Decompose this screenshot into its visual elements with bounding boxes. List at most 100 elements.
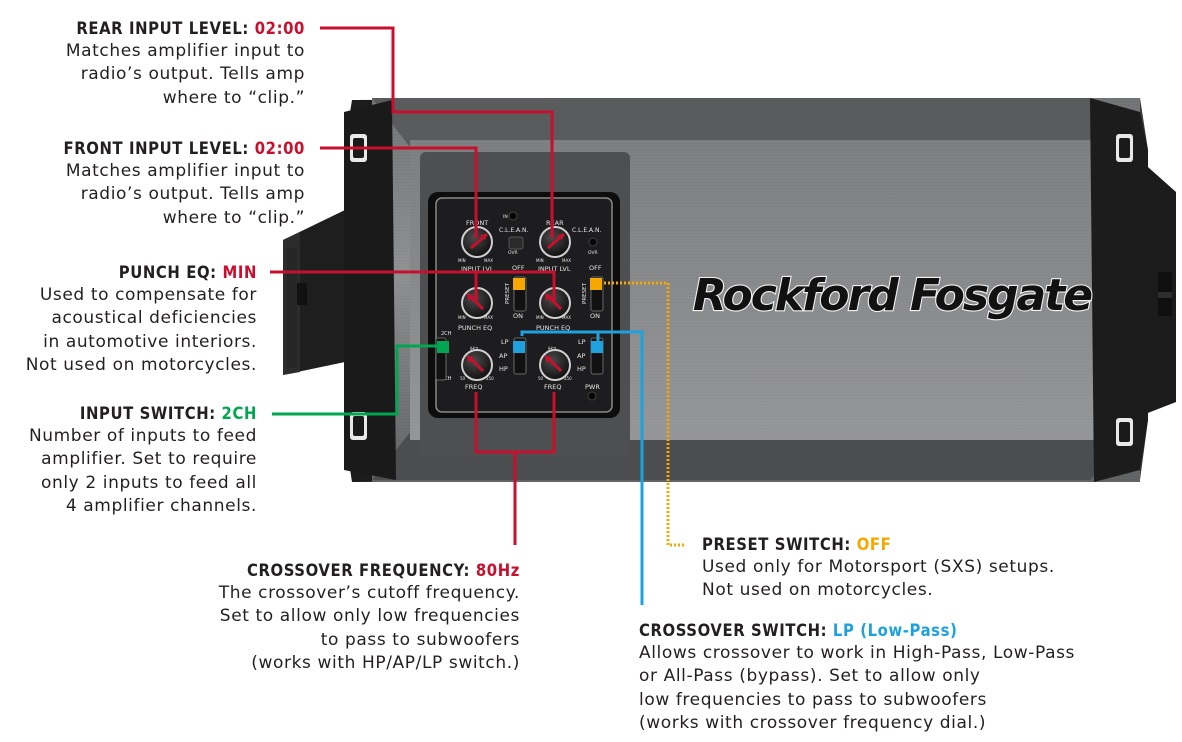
crossover-freq-line-3: to pass to subwoofers xyxy=(320,629,520,650)
hp-label-2: HP xyxy=(577,365,586,373)
crossover-switch-line-1: Allows crossover to work in High-Pass, L… xyxy=(639,643,1076,664)
crossover-freq-heading: CROSSOVER FREQUENCY: 80Hz xyxy=(180,559,520,582)
punch-eq-line-3: in automotive interiors. xyxy=(43,331,257,352)
preset-switch-heading: PRESET SWITCH: OFF xyxy=(702,533,1122,556)
leader-preset-switch xyxy=(600,281,685,547)
lp-label-1: LP xyxy=(501,338,509,346)
crossover-freq-knob-2[interactable] xyxy=(539,349,571,381)
annotation-punch-eq: PUNCH EQ: MIN Used to compensate for aco… xyxy=(0,261,257,377)
crossover-switch-line-2: or All-Pass (bypass). Set to allow only xyxy=(639,666,981,687)
rear-input-heading: REAR INPUT LEVEL: 02:00 xyxy=(0,17,305,40)
clean-led-front xyxy=(508,211,518,221)
input-switch-marker xyxy=(437,341,449,353)
lp-label-2: LP xyxy=(578,338,586,346)
rear-input-knob[interactable] xyxy=(539,226,571,258)
front-input-line-1: Matches amplifier input to xyxy=(65,161,305,182)
hz-label-2: Hz xyxy=(548,345,557,353)
front-input-line-3: where to “clip.” xyxy=(162,207,305,228)
rear-input-line-1: Matches amplifier input to xyxy=(65,41,305,62)
clean-led-rear xyxy=(588,237,598,247)
preset-marker-2 xyxy=(590,278,602,290)
annotation-crossover-freq: CROSSOVER FREQUENCY: 80Hz The crossover’… xyxy=(180,559,520,675)
front-input-knob[interactable] xyxy=(461,226,493,258)
punch-eq-knob-2[interactable] xyxy=(539,287,571,319)
crossover-marker-1 xyxy=(513,341,525,353)
preset-label-1: PRESET xyxy=(505,282,511,304)
freq-label-1: FREQ xyxy=(465,383,482,391)
f50-label-2: 50 xyxy=(538,376,544,381)
clean-button-front[interactable] xyxy=(508,236,524,250)
crossover-switch-line-4: (works with crossover frequency dial.) xyxy=(639,712,987,733)
rear-input-line-2: radio’s output. Tells amp xyxy=(80,64,305,85)
f250-label-2: 250 xyxy=(564,376,572,381)
input-switch-value: 2CH xyxy=(221,404,257,423)
ovr-label-front: OVR xyxy=(508,250,518,256)
preset-switch-label: PRESET SWITCH: xyxy=(702,535,851,554)
input-lvl-label-rear: INPUT LVL xyxy=(538,265,571,273)
front-input-heading: FRONT INPUT LEVEL: 02:00 xyxy=(0,137,305,160)
in-label-front: IN xyxy=(503,214,508,220)
preset-switch-value: OFF xyxy=(856,535,892,554)
f50-label-1: 50 xyxy=(460,376,466,381)
f250-label-1: 250 xyxy=(486,376,494,381)
crossover-switch-label: CROSSOVER SWITCH: xyxy=(639,621,828,640)
punch-eq-value: MIN xyxy=(222,263,257,282)
crossover-marker-2 xyxy=(591,341,603,353)
preset-marker-1 xyxy=(513,278,525,290)
freq-label-2: FREQ xyxy=(544,383,561,391)
punch-eq-heading: PUNCH EQ: MIN xyxy=(0,261,257,284)
leader-rear-input xyxy=(320,26,554,238)
max-label-4: MAX xyxy=(562,315,571,320)
annotation-preset-switch: PRESET SWITCH: OFF Used only for Motorsp… xyxy=(702,533,1122,603)
min-label-1: MIN xyxy=(458,258,466,263)
crossover-freq-knob-1[interactable] xyxy=(461,349,493,381)
on-label-1: ON xyxy=(513,312,523,320)
leader-input-switch xyxy=(272,344,437,416)
annotation-front-input: FRONT INPUT LEVEL: 02:00 Matches amplifi… xyxy=(0,137,305,230)
off-label-2: OFF xyxy=(589,264,602,272)
rear-label: REAR xyxy=(546,219,564,227)
leader-punch-eq xyxy=(270,270,556,301)
preset-switch-line-2: Not used on motorcycles. xyxy=(702,580,934,601)
annotation-crossover-switch: CROSSOVER SWITCH: LP (Low-Pass) Allows c… xyxy=(639,619,1159,735)
ap-label-1: AP xyxy=(499,352,507,360)
min-label-2: MIN xyxy=(536,258,544,263)
hp-label-1: HP xyxy=(499,365,508,373)
leader-crossover-freq xyxy=(474,392,556,545)
on-label-2: ON xyxy=(590,312,600,320)
front-input-line-2: radio’s output. Tells amp xyxy=(80,184,305,205)
input-switch-line-4: 4 amplifier channels. xyxy=(65,495,257,516)
rear-input-line-3: where to “clip.” xyxy=(162,87,305,108)
ap-label-2: AP xyxy=(577,352,585,360)
input-switch-line-3: only 2 inputs to feed all xyxy=(40,472,257,493)
clean-label-front: C.L.E.A.N. xyxy=(499,227,528,234)
leader-crossover-switch xyxy=(520,330,644,605)
crossover-freq-line-2: Set to allow only low frequencies xyxy=(219,606,520,627)
front-input-value: 02:00 xyxy=(254,139,305,158)
punch-eq-label-1: PUNCH EQ xyxy=(458,324,492,332)
rear-input-value: 02:00 xyxy=(254,19,305,38)
max-label-3: MAX xyxy=(484,315,493,320)
max-label-2: MAX xyxy=(562,258,571,263)
punch-eq-label: PUNCH EQ: xyxy=(118,263,217,282)
crossover-switch-value: LP (Low-Pass) xyxy=(832,621,958,640)
preset-label-2: PRESET xyxy=(582,282,588,304)
crossover-freq-line-1: The crossover’s cutoff frequency. xyxy=(218,583,520,604)
punch-eq-line-2: acoustical deficiencies xyxy=(51,308,257,329)
clean-label-rear: C.L.E.A.N. xyxy=(572,227,601,234)
brand-logo: Rockford Fosgate xyxy=(693,270,1092,321)
power-led xyxy=(587,391,597,401)
input-switch-line-2: amplifier. Set to require xyxy=(41,449,257,470)
punch-eq-label-2: PUNCH EQ xyxy=(536,324,570,332)
input-lvl-label-front: INPUT LVL xyxy=(461,265,494,273)
punch-eq-line-4: Not used on motorcycles. xyxy=(25,354,257,375)
ovr-label-rear: OVR xyxy=(588,250,598,256)
leader-front-input xyxy=(320,146,478,238)
preset-switch-line-1: Used only for Motorsport (SXS) setups. xyxy=(702,557,1055,578)
crossover-freq-line-4: (works with HP/AP/LP switch.) xyxy=(251,652,520,673)
crossover-switch-heading: CROSSOVER SWITCH: LP (Low-Pass) xyxy=(639,619,1159,642)
rear-input-label: REAR INPUT LEVEL: xyxy=(76,19,249,38)
left-bracket xyxy=(283,210,345,375)
crossover-freq-value: 80Hz xyxy=(475,561,520,580)
